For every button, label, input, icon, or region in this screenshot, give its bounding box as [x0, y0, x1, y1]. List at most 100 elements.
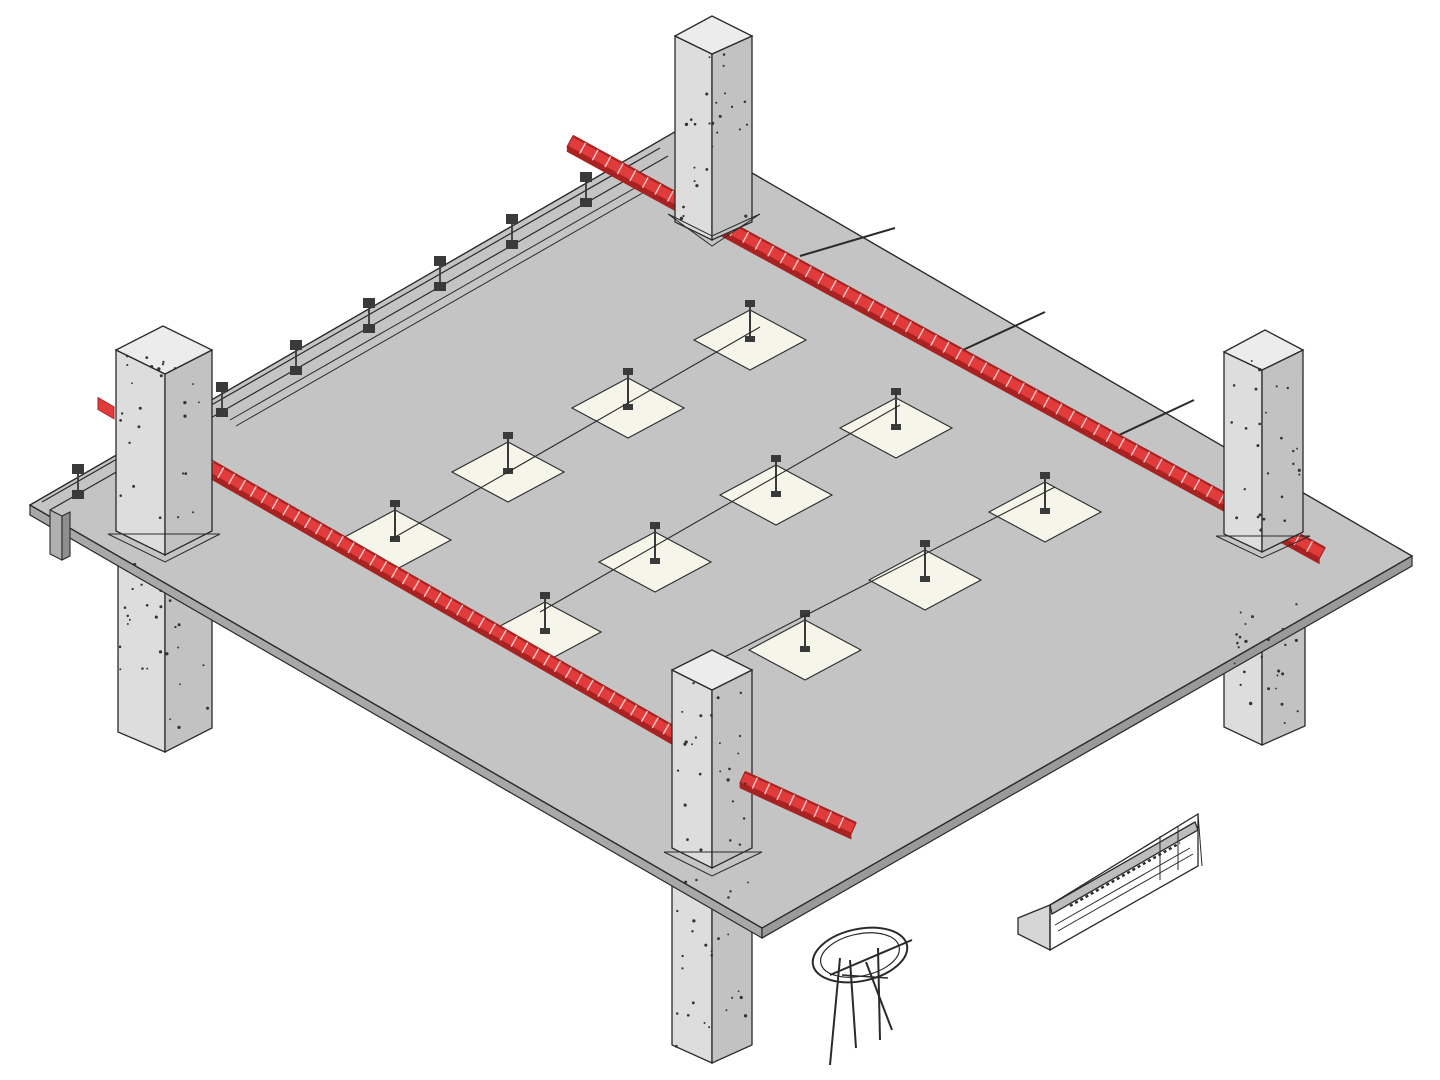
speckle: [745, 123, 749, 126]
speckle: [159, 605, 163, 609]
anchor-nut-top: [363, 298, 375, 308]
tray-rung: [776, 788, 783, 801]
speckle: [711, 121, 715, 125]
tray-rung: [1180, 472, 1188, 484]
tray-rung: [304, 517, 312, 529]
bolt-nut: [623, 368, 633, 375]
tray-rung: [579, 142, 587, 154]
speckle: [181, 472, 185, 475]
speckle: [1275, 687, 1277, 690]
speckle: [743, 100, 747, 103]
speckle: [692, 919, 696, 923]
speckle: [131, 382, 133, 385]
speckle: [718, 114, 722, 118]
tray-rung: [792, 259, 800, 271]
speckle: [1251, 615, 1254, 619]
speckle: [177, 623, 181, 627]
speckle: [710, 713, 713, 717]
speckle: [679, 216, 684, 221]
speckle: [157, 367, 161, 371]
speckle: [746, 881, 749, 884]
tray-rung: [1193, 478, 1201, 491]
tray-rung: [260, 492, 268, 504]
speckle: [1266, 472, 1270, 475]
speckle: [206, 706, 210, 710]
tray-rung: [1105, 430, 1113, 443]
speckle: [177, 516, 180, 519]
speckle: [1233, 662, 1236, 665]
speckle: [120, 412, 124, 415]
tray-rung: [879, 307, 887, 319]
base-nut: [800, 646, 810, 652]
tray-rung: [586, 679, 594, 691]
speckle: [726, 778, 730, 782]
guide-rod: [799, 227, 896, 257]
cable-tray-front-overlay: [739, 771, 857, 840]
speckle: [128, 441, 131, 445]
speckle: [1280, 702, 1284, 706]
upper-columns: [107, 15, 1311, 877]
tray-rung: [271, 498, 279, 510]
anchor-nut-top: [434, 256, 446, 266]
tray-rung: [967, 355, 975, 367]
embed-plate: [597, 522, 713, 593]
base-nut: [540, 628, 550, 634]
tray-rung: [905, 321, 913, 333]
tray-rung: [917, 327, 925, 340]
tray-rung: [1118, 437, 1126, 449]
speckle: [691, 1001, 695, 1005]
tray-rung: [817, 272, 825, 285]
tray-rung: [838, 817, 845, 829]
bolt-nut: [920, 540, 930, 547]
speckle: [698, 772, 702, 776]
speckle: [1292, 462, 1295, 466]
speckle: [686, 1013, 690, 1017]
tray-rung: [591, 149, 599, 161]
anchor-nut-bottom: [506, 240, 518, 249]
speckle: [695, 878, 698, 882]
speckle: [158, 516, 162, 520]
speckle: [1250, 360, 1253, 362]
embed-plate: [838, 388, 954, 459]
tray-rung: [467, 610, 475, 623]
base-nut: [920, 576, 930, 582]
speckle: [179, 683, 181, 686]
speckle: [710, 950, 713, 953]
speckle: [716, 696, 720, 700]
speckle: [693, 180, 696, 183]
speckle: [1259, 528, 1263, 532]
speckle: [693, 122, 697, 126]
tray-rung: [1042, 396, 1050, 408]
tray-rung: [217, 467, 225, 479]
bolt-nut: [745, 300, 755, 307]
column-front: [663, 649, 763, 877]
speckle: [131, 587, 134, 591]
tray-rung: [842, 286, 850, 298]
speckle: [683, 803, 687, 807]
edge-anchor: [434, 256, 446, 291]
tray-rung: [249, 485, 257, 498]
speckle: [165, 652, 169, 656]
speckle: [1281, 627, 1284, 631]
speckle: [162, 360, 165, 364]
bolt-nut: [503, 432, 513, 439]
speckle: [1296, 710, 1299, 713]
base-nut: [1040, 508, 1050, 514]
speckle: [141, 667, 144, 670]
anchor-nut-top: [72, 464, 84, 474]
bolt-nut: [390, 500, 400, 507]
speckle: [682, 214, 685, 218]
tray-rung: [604, 156, 612, 168]
anchor-nut-bottom: [580, 198, 592, 207]
tray-rung: [434, 592, 442, 604]
tray-rung: [801, 800, 808, 812]
speckle: [1262, 517, 1266, 521]
speckle: [184, 472, 188, 475]
speckle: [1291, 449, 1295, 453]
tray-rung: [662, 723, 670, 735]
speckle: [730, 105, 734, 109]
tray-rung: [228, 473, 236, 485]
speckle: [731, 996, 734, 999]
anchor-nut-bottom: [290, 366, 302, 375]
speckle: [689, 118, 693, 121]
